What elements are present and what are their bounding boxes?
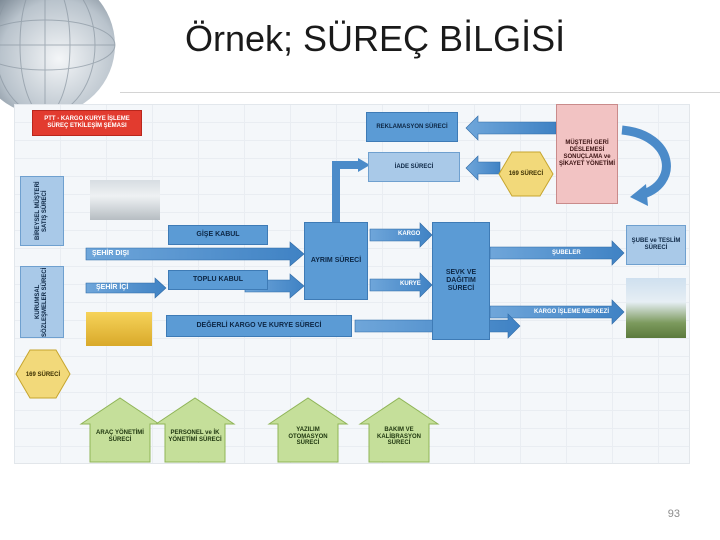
trucks-photo <box>90 180 160 220</box>
sevk-dagitim-box: SEVK VE DAĞITIM SÜRECİ <box>432 222 490 340</box>
hexagon-169-bottom: 169 SÜRECİ <box>25 371 61 378</box>
hexagon-169-top: 169 SÜRECİ <box>508 170 544 177</box>
support-yazilim: YAZILIM OTOMASYON SÜRECİ <box>288 426 328 447</box>
ayrim-box: AYRIM SÜRECİ <box>304 222 368 300</box>
support-personel: PERSONEL ve İK YÖNETİMİ SÜRECİ <box>168 430 222 443</box>
musteri-box: MÜŞTERİ GERİ DESLEMESİ SONUÇLAMA ve ŞİKA… <box>556 104 618 204</box>
title-divider <box>120 92 720 93</box>
kurye-arrow-label: KURYE <box>400 281 421 287</box>
support-arac: ARAÇ YÖNETİMİ SÜRECİ <box>96 430 144 443</box>
sehir-ici-label: ŞEHİR İÇİ <box>96 284 129 291</box>
sube-teslim-box: ŞUBE ve TESLİM SÜRECİ <box>626 225 686 265</box>
sehir-disi-label: ŞEHİR DIŞI <box>92 250 129 257</box>
toplu-kabul-box: TOPLU KABUL <box>168 270 268 290</box>
support-bakim: BAKIM VE KALİBRASYON SÜRECİ <box>376 426 421 447</box>
kargo-isleme-label: KARGO İŞLEME MERKEZİ <box>534 309 610 315</box>
reklamasyon-box: REKLAMASYON SÜRECİ <box>366 112 458 142</box>
header-box: PTT - KARGO KURYE İŞLEME SÜREÇ ETKİLEŞİM… <box>32 110 142 136</box>
globe-decoration <box>0 0 116 116</box>
page-number: 93 <box>667 508 680 520</box>
iade-box: İADE SÜRECİ <box>368 152 460 182</box>
degerli-kargo-box: DEĞERLİ KARGO VE KURYE SÜRECİ <box>166 315 352 337</box>
gise-kabul-box: GİŞE KABUL <box>168 225 268 245</box>
subeler-label: ŞUBELER <box>552 250 581 256</box>
slide-title: Örnek; SÜREÇ BİLGİSİ <box>185 18 566 59</box>
building-photo <box>626 278 686 338</box>
bireysel-box: BİREYSEL MÜŞTERİ SATIŞ SÜRECİ <box>20 176 64 246</box>
kargo-arrow-label: KARGO <box>398 231 421 237</box>
kurumsal-box: KURUMSAL SÖZLEŞMELER SÜRECİ <box>20 266 64 338</box>
yellow-trucks-photo <box>86 312 152 346</box>
